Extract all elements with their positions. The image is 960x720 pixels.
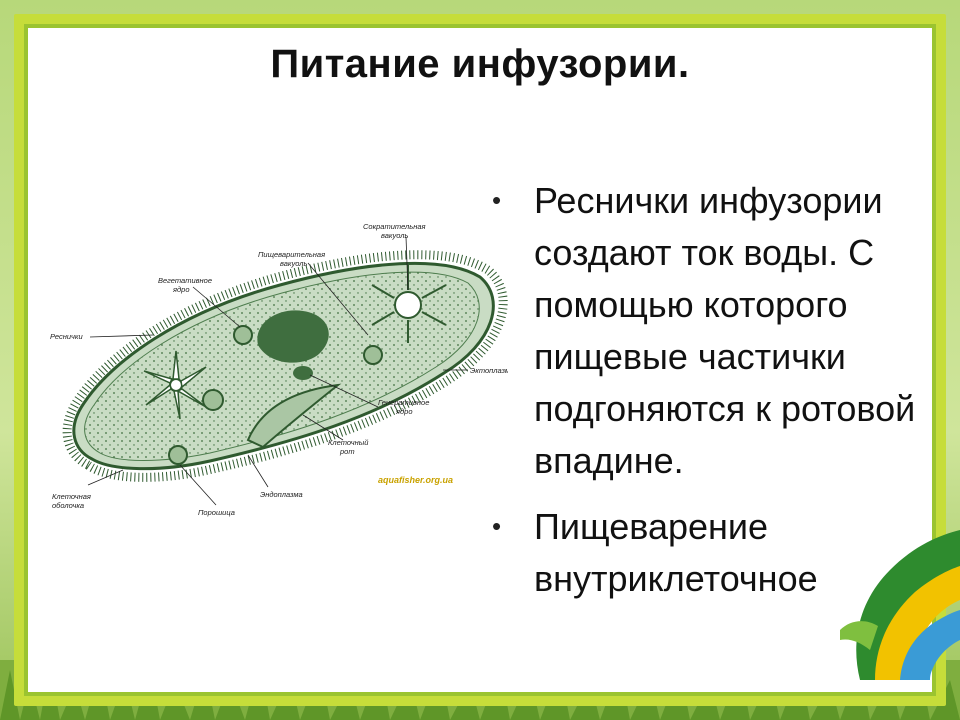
label-cell-mouth: Клеточный [328,438,369,447]
bullet-text: Пищеварение внутриклеточное [534,506,818,599]
digestive-vacuoles [168,325,383,465]
label-macronucleus-2: ядро [172,285,190,294]
diagram-watermark: aquafisher.org.ua [378,475,453,485]
bullet-marker: • [492,511,502,541]
label-ectoplasm: Эктоплазма [470,366,508,375]
label-digestive-vacuole-2: вакуоль [280,259,307,268]
paramecium-diagram: Сократительная вакуоль Пищеварительная в… [50,222,508,517]
slide-title: Питание инфузории. [270,42,690,86]
label-micronucleus: Генеративное [378,398,429,407]
label-pellicle: Клеточная [52,492,91,501]
label-contractile-vacuole: Сократительная [363,222,426,231]
decorative-ribbon [840,530,960,680]
label-micronucleus-2: ядро [395,407,413,416]
list-item: • Реснички инфузории создают ток воды. С… [488,175,918,487]
label-pellicle-2: оболочка [52,501,84,510]
macronucleus [257,310,329,363]
label-macronucleus: Вегетативное [158,276,212,285]
label-contractile-vacuole-2: вакуоль [381,231,408,240]
label-digestive-vacuole: Пищеварительная [258,250,325,259]
label-endoplasm: Эндоплазма [260,490,303,499]
cell-mouth [246,383,342,449]
label-anal-pore: Порошица [198,508,235,517]
label-cilia: Реснички [50,332,83,341]
bullet-list: • Реснички инфузории создают ток воды. С… [488,175,918,619]
list-item: • Пищеварение внутриклеточное [488,501,918,605]
bullet-marker: • [492,185,502,215]
bullet-text: Реснички инфузории создают ток воды. С п… [534,180,916,481]
micronucleus [293,366,313,380]
label-cell-mouth-2: рот [339,447,355,456]
contractile-vacuole-rear [143,350,207,420]
